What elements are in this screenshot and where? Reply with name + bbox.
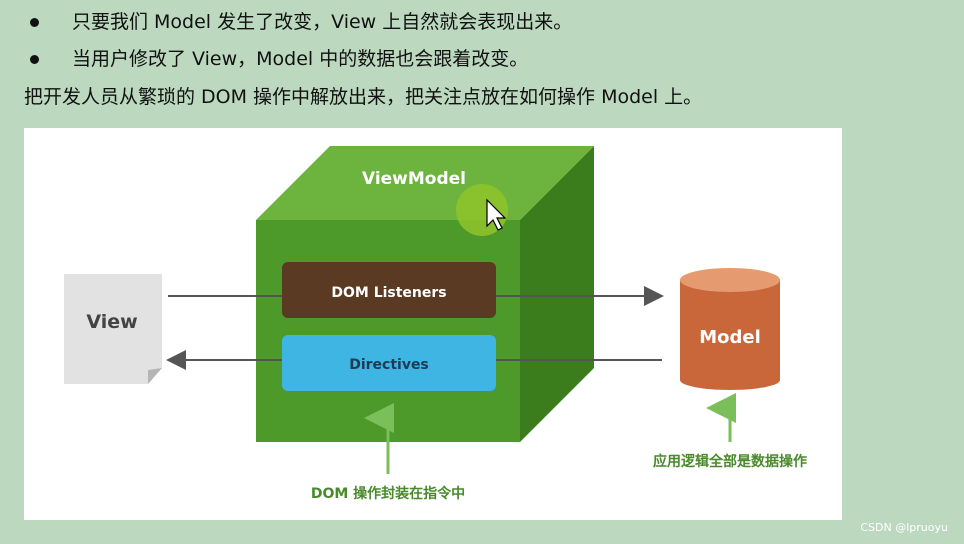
watermark: CSDN @lpruoyu (860, 521, 948, 534)
cursor-move-icon (456, 184, 508, 236)
cube-front (256, 220, 520, 442)
bullet-dot-2 (30, 55, 39, 64)
cube-top (256, 146, 594, 220)
paragraph-text: 把开发人员从繁琐的 DOM 操作中解放出来，把关注点放在如何操作 Model 上… (24, 86, 703, 108)
model-label: Model (699, 327, 761, 348)
bullet-text-1: 只要我们 Model 发生了改变，View 上自然就会表现出来。 (72, 11, 573, 33)
view-document: View (64, 274, 162, 384)
model-logic-note: 应用逻辑全部是数据操作 (653, 453, 807, 470)
mvvm-diagram: View ViewModel DOM Listeners Directives (24, 128, 842, 520)
cube-side (520, 146, 594, 442)
cube-title: ViewModel (362, 169, 466, 189)
bullet-text-2: 当用户修改了 View，Model 中的数据也会跟着改变。 (72, 48, 529, 70)
view-label: View (86, 311, 137, 333)
directives-label: Directives (349, 357, 429, 373)
model-cylinder: Model (680, 268, 780, 390)
diagram-svg: View ViewModel DOM Listeners Directives (64, 146, 807, 502)
dom-listeners-box: DOM Listeners (282, 262, 496, 318)
dom-listeners-label: DOM Listeners (331, 285, 446, 301)
directives-box: Directives (282, 335, 496, 391)
dom-ops-note: DOM 操作封装在指令中 (311, 485, 465, 502)
bullet-dot-1 (30, 18, 39, 27)
